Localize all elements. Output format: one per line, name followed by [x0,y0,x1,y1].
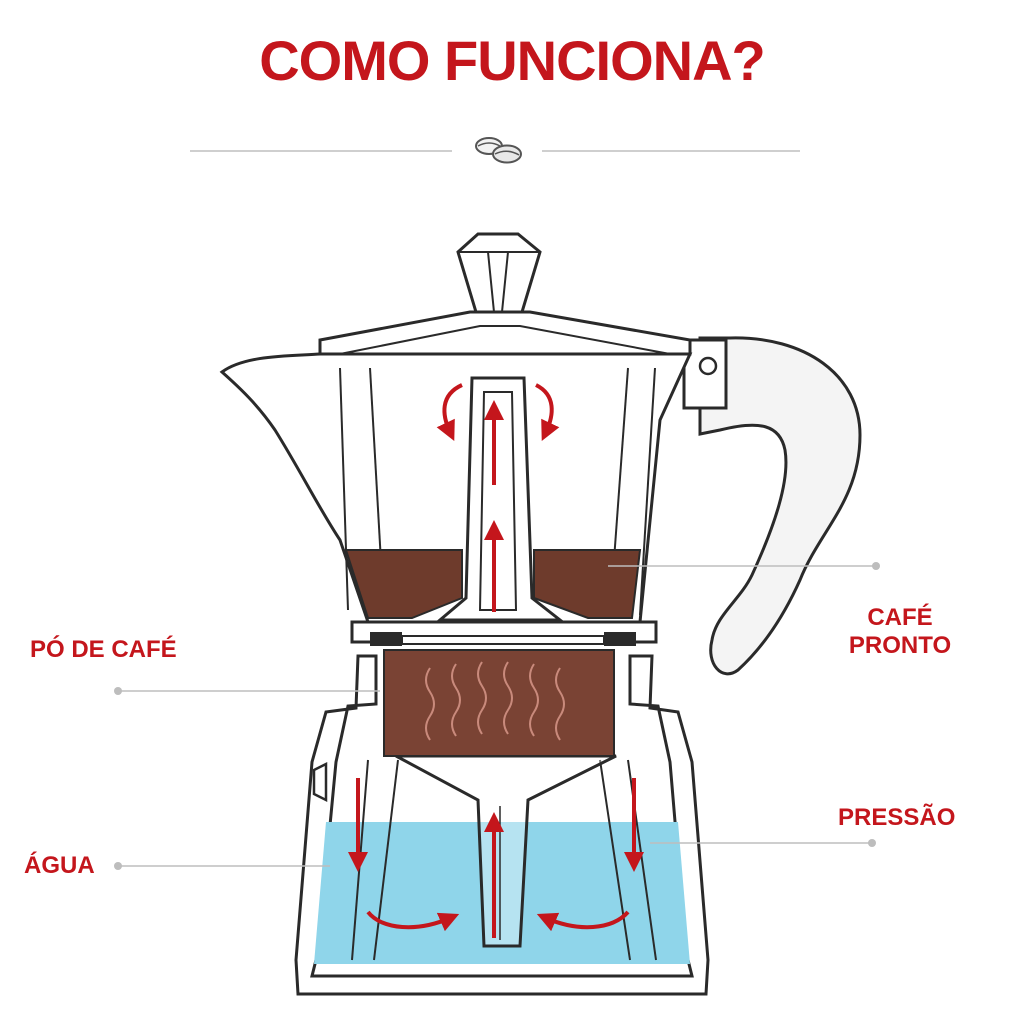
arrow-swirl-left [366,910,460,932]
central-tube [435,376,565,622]
coffee-beans-icon [475,137,522,164]
handle [682,336,862,676]
brewed-coffee [533,549,642,619]
upper-chamber [219,352,693,624]
lid-knob [456,232,542,314]
arrow-swirl-right [536,910,630,932]
label-pressao: PRESSÃO [838,804,956,831]
leader-lines [114,562,880,870]
steam-waves [425,661,565,741]
label-cafe-pronto: CAFÉ PRONTO [840,604,960,660]
lid [318,310,692,356]
handle-screw [698,356,718,376]
arrow-curve-left [436,383,463,442]
funnel [395,754,617,948]
arrow-curve-right [534,383,560,442]
coffee-grounds [383,649,615,757]
brewed-coffee [344,549,463,619]
flow-arrows [348,383,644,938]
page-title: COMO FUNCIONA? [259,29,766,92]
safety-valve [312,761,328,803]
label-po-de-cafe: PÓ DE CAFÉ [30,636,177,663]
filter-gasket [350,620,658,646]
label-agua: ÁGUA [24,852,95,879]
label-cafe-pronto-line1: CAFÉ [867,604,933,631]
label-cafe-pronto-line2: PRONTO [848,632,952,659]
title-divider [190,137,800,164]
